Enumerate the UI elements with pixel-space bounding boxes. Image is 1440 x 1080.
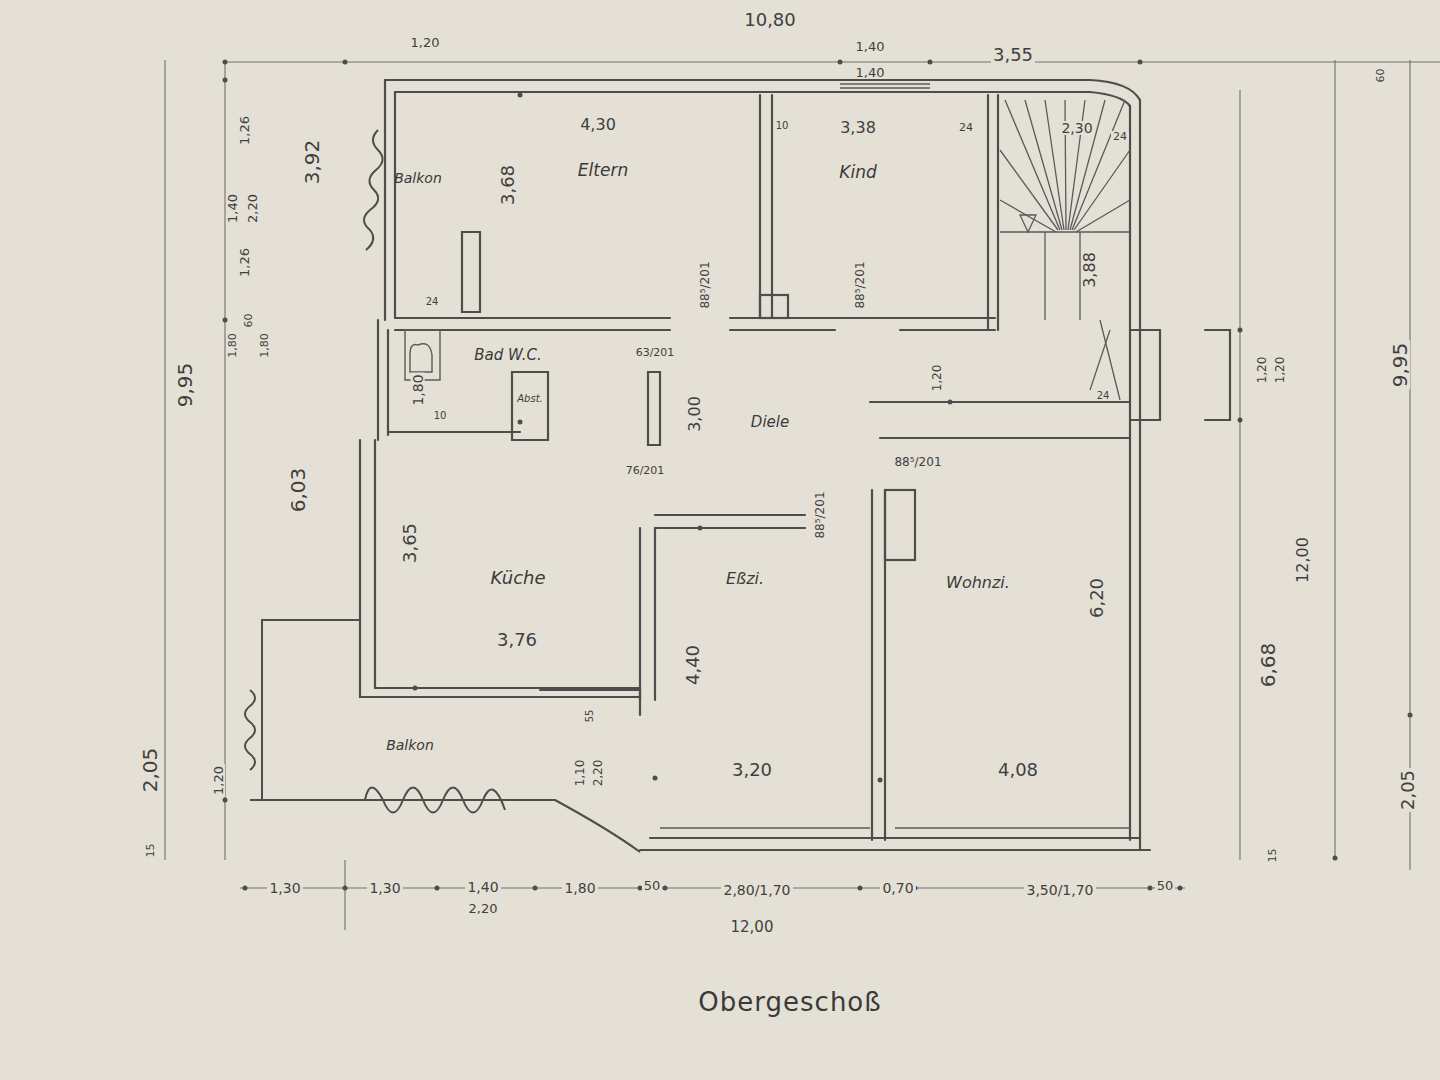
dimension-label: 3,88	[1082, 250, 1098, 290]
dimension-label: 2,20	[467, 902, 500, 915]
dimension-label: 1,80	[411, 372, 425, 407]
room-area: Diele	[747, 411, 793, 433]
dimension-label: 24	[424, 297, 441, 307]
dimension-label: 9,95	[1390, 341, 1410, 390]
dimension-label: 0,70	[880, 881, 915, 895]
room-area: Eltern	[574, 158, 632, 182]
dimension-label: 4,08	[996, 761, 1040, 779]
room-area: Abst.	[513, 391, 547, 406]
dimension-label: 4,30	[578, 117, 618, 133]
dimension-label: 60	[243, 311, 254, 329]
room-name: Balkon	[386, 737, 434, 753]
dimension-label: 3,68	[499, 163, 517, 207]
dimension-label: 88⁵/201	[892, 456, 943, 468]
dimension-label: 2,05	[1399, 768, 1417, 812]
dimension-label: 1,20	[1256, 355, 1268, 386]
dimension-label: 1,80	[259, 331, 270, 360]
dimension-label: 1,20	[211, 764, 224, 797]
dimension-label: 2,20	[245, 192, 258, 225]
dimension-label: 1,30	[267, 881, 302, 895]
room-name: Kind	[839, 162, 876, 182]
dimension-label: 3,00	[687, 394, 703, 434]
dimension-lines	[165, 60, 1440, 930]
plan-caption: Obergeschoß	[698, 987, 881, 1017]
dimension-label: 88⁵/201	[854, 259, 866, 310]
dimension-label: 2,80/1,70	[721, 883, 792, 897]
room-area: Bad W.C.	[470, 344, 545, 366]
dimension-label: 50	[642, 879, 663, 892]
dimension-label: 1,20	[409, 36, 442, 49]
dimension-label: 24	[957, 122, 975, 133]
dimension-label: 10,80	[742, 11, 798, 29]
dimension-label: 1,40	[854, 40, 887, 53]
dimension-label: 2,20	[592, 758, 604, 789]
dimension-label: 2,05	[140, 746, 160, 795]
dimension-label: 10	[432, 411, 449, 421]
dimension-label: 3,55	[991, 46, 1035, 64]
dimension-label: 1,40	[854, 66, 887, 79]
room-area: Küche	[486, 565, 549, 590]
dimension-label: 9,95	[175, 361, 195, 410]
room-name: Küche	[490, 567, 545, 588]
windows	[405, 84, 1130, 828]
room-area: Eßzi.	[722, 567, 768, 590]
dimension-label: 3,76	[495, 631, 539, 649]
dimension-label: 12,00	[1295, 535, 1311, 585]
walls	[360, 80, 1230, 850]
dimension-label: 15	[1267, 846, 1278, 864]
dimension-label: 1,40	[225, 192, 238, 225]
dimension-label: 50	[1155, 879, 1176, 892]
room-area: Kind	[835, 160, 880, 184]
dimension-label: 3,65	[401, 521, 419, 565]
room-name: Eßzi.	[726, 569, 764, 588]
dimension-label: 88⁵/201	[699, 259, 711, 310]
dimension-label: 1,20	[1274, 355, 1286, 386]
dimension-label: 1,80	[562, 881, 597, 895]
dimension-label: 1,26	[237, 114, 250, 147]
dimension-label: 6,20	[1088, 576, 1106, 620]
room-area: Balkon	[390, 168, 446, 188]
dimension-label: 1,80	[227, 331, 238, 360]
room-area: Wohnzi.	[942, 571, 1014, 594]
dimension-label: 3,38	[838, 120, 878, 136]
dimension-label: 3,20	[730, 761, 774, 779]
room-area: Balkon	[382, 735, 438, 755]
dimension-label: 6,03	[288, 466, 308, 515]
balconies	[245, 130, 640, 852]
room-name: Eltern	[578, 160, 628, 180]
dimension-label: 88⁵/201	[814, 489, 826, 540]
dimension-label: 63/201	[634, 347, 677, 358]
dimension-label: 1,20	[931, 363, 943, 394]
dimension-label: 3,92	[302, 138, 322, 187]
dimension-label: 55	[585, 708, 595, 725]
room-name: Wohnzi.	[946, 573, 1010, 592]
room-name: Bad W.C.	[474, 346, 541, 364]
dimension-label: 3,50/1,70	[1024, 883, 1095, 897]
dimension-label: 24	[1095, 391, 1112, 401]
room-name: Diele	[751, 413, 789, 431]
room-name: Balkon	[394, 170, 442, 186]
room-name: Abst.	[517, 393, 543, 404]
dimension-label: 1,40	[465, 880, 500, 894]
dimension-label: 15	[145, 841, 156, 859]
dimension-label: 10	[774, 121, 791, 131]
dimension-label: 1,10	[574, 758, 586, 789]
dimension-label: 4,40	[684, 643, 702, 687]
dimension-label: 24	[1111, 131, 1129, 142]
dimension-label: 12,00	[729, 920, 776, 935]
dimension-label: 2,30	[1059, 121, 1094, 135]
dimension-label: 6,68	[1258, 641, 1278, 690]
dimension-dots	[223, 60, 1413, 891]
staircase	[1000, 100, 1130, 400]
dimension-label: 60	[1375, 66, 1386, 84]
dimension-label: 1,30	[367, 881, 402, 895]
dimension-label: 76/201	[624, 465, 667, 476]
dimension-label: 1,26	[237, 246, 250, 279]
